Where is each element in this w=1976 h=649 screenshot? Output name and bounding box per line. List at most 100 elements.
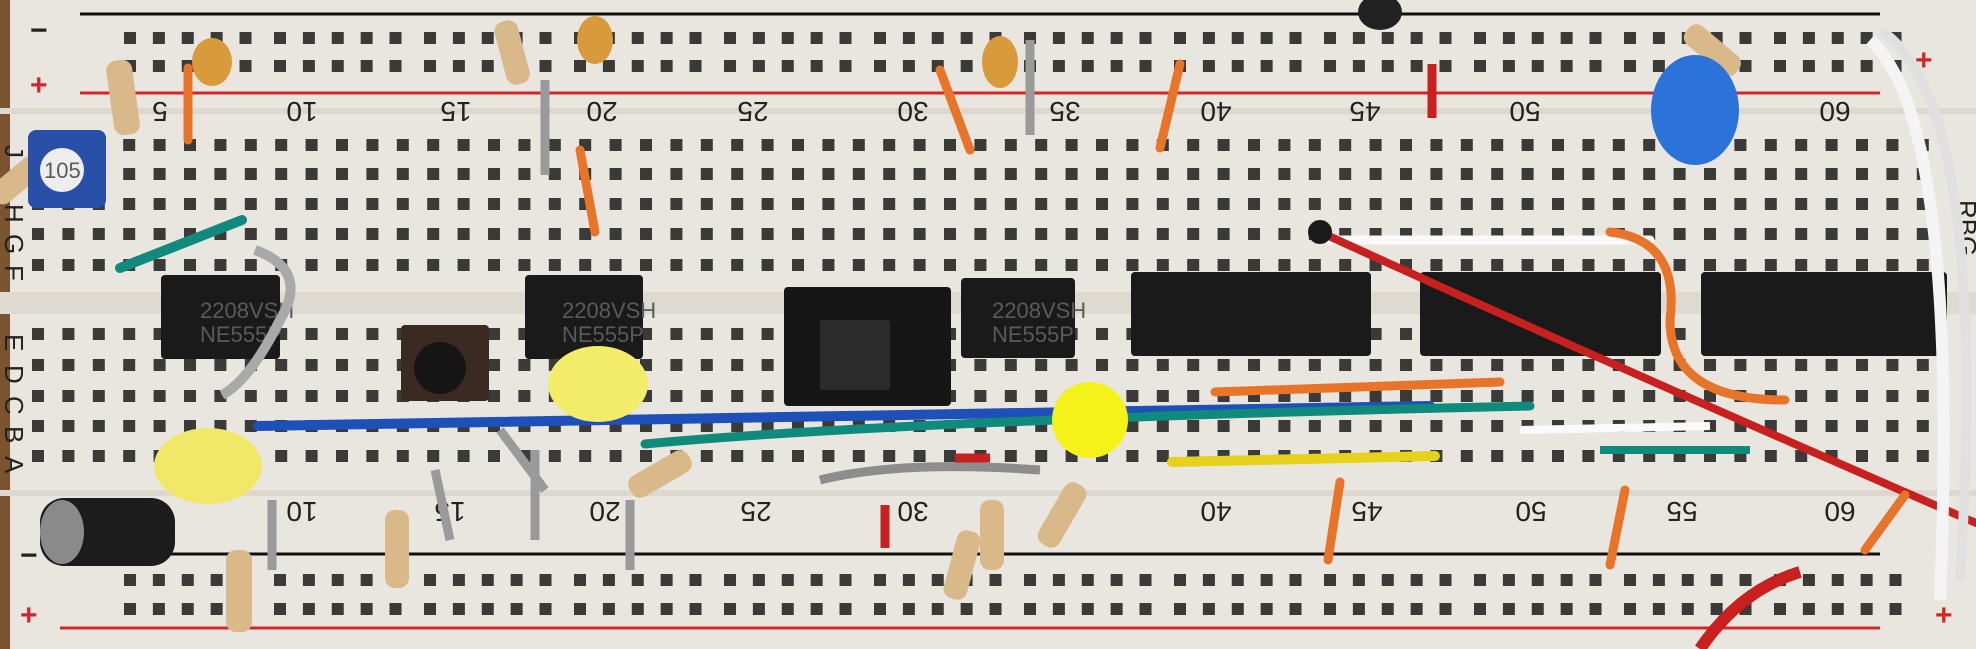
breadboard-hole[interactable]: [153, 139, 166, 151]
breadboard-hole[interactable]: [852, 450, 865, 462]
breadboard-hole[interactable]: [305, 198, 318, 210]
breadboard-hole[interactable]: [1430, 168, 1443, 180]
breadboard-hole[interactable]: [1734, 359, 1747, 371]
rail-hole[interactable]: [874, 60, 886, 72]
breadboard-hole[interactable]: [944, 450, 956, 462]
breadboard-hole[interactable]: [1582, 168, 1595, 180]
breadboard-hole[interactable]: [244, 198, 257, 210]
rail-hole[interactable]: [181, 32, 194, 44]
breadboard-hole[interactable]: [336, 359, 348, 371]
breadboard-hole[interactable]: [457, 168, 470, 180]
breadboard-hole[interactable]: [1065, 359, 1078, 371]
rail-hole[interactable]: [810, 60, 823, 72]
breadboard-hole[interactable]: [1491, 450, 1504, 462]
rail-hole[interactable]: [660, 32, 673, 44]
rail-hole[interactable]: [152, 32, 165, 44]
rail-hole[interactable]: [902, 603, 915, 615]
breadboard-hole[interactable]: [244, 390, 257, 402]
rail-hole[interactable]: [1531, 574, 1544, 586]
rail-hole[interactable]: [1802, 574, 1815, 586]
breadboard-hole[interactable]: [1187, 168, 1200, 180]
breadboard-hole[interactable]: [1217, 139, 1230, 151]
rail-hole[interactable]: [1352, 32, 1365, 44]
rail-hole[interactable]: [1052, 574, 1065, 586]
breadboard-hole[interactable]: [1704, 359, 1716, 371]
breadboard-hole[interactable]: [1612, 259, 1625, 271]
rail-hole[interactable]: [724, 574, 736, 586]
breadboard-hole[interactable]: [1400, 390, 1412, 402]
breadboard-hole[interactable]: [427, 450, 440, 462]
rail-hole[interactable]: [839, 603, 852, 615]
rail-hole[interactable]: [424, 574, 436, 586]
breadboard-hole[interactable]: [396, 259, 409, 271]
rail-hole[interactable]: [452, 60, 465, 72]
breadboard-hole[interactable]: [32, 420, 44, 432]
breadboard-hole[interactable]: [822, 450, 835, 462]
breadboard-hole[interactable]: [336, 228, 348, 240]
breadboard-hole[interactable]: [214, 359, 227, 371]
rail-hole[interactable]: [960, 60, 973, 72]
rail-hole[interactable]: [1802, 603, 1815, 615]
breadboard-hole[interactable]: [1734, 259, 1747, 271]
breadboard-hole[interactable]: [1673, 259, 1686, 271]
rail-hole[interactable]: [902, 574, 915, 586]
breadboard-hole[interactable]: [153, 390, 166, 402]
breadboard-hole[interactable]: [92, 228, 105, 240]
breadboard-hole[interactable]: [518, 390, 531, 402]
rail-hole[interactable]: [752, 32, 765, 44]
breadboard-hole[interactable]: [1886, 259, 1899, 271]
breadboard-hole[interactable]: [731, 328, 744, 340]
breadboard-hole[interactable]: [396, 168, 409, 180]
rail-hole[interactable]: [1324, 574, 1336, 586]
rail-hole[interactable]: [1024, 603, 1036, 615]
rail-hole[interactable]: [1739, 60, 1752, 72]
breadboard-hole[interactable]: [1278, 198, 1291, 210]
breadboard-hole[interactable]: [1400, 139, 1412, 151]
breadboard-hole[interactable]: [1248, 139, 1260, 151]
breadboard-hole[interactable]: [1795, 390, 1808, 402]
breadboard-hole[interactable]: [1491, 259, 1504, 271]
breadboard-hole[interactable]: [913, 139, 926, 151]
breadboard-hole[interactable]: [609, 228, 622, 240]
rail-hole[interactable]: [360, 574, 373, 586]
breadboard-hole[interactable]: [1096, 139, 1108, 151]
breadboard-hole[interactable]: [1856, 390, 1868, 402]
breadboard-hole[interactable]: [883, 450, 896, 462]
breadboard-hole[interactable]: [1734, 198, 1747, 210]
rail-hole[interactable]: [1110, 574, 1123, 586]
breadboard-hole[interactable]: [640, 168, 652, 180]
breadboard-hole[interactable]: [1430, 359, 1443, 371]
rail-hole[interactable]: [631, 574, 644, 586]
breadboard-hole[interactable]: [1217, 420, 1230, 432]
breadboard-hole[interactable]: [1217, 359, 1230, 371]
breadboard-hole[interactable]: [761, 228, 774, 240]
rail-hole[interactable]: [1139, 574, 1152, 586]
rail-hole[interactable]: [660, 603, 673, 615]
breadboard-hole[interactable]: [123, 390, 136, 402]
breadboard-hole[interactable]: [822, 228, 835, 240]
breadboard-hole[interactable]: [123, 359, 136, 371]
rail-hole[interactable]: [1289, 32, 1302, 44]
rail-hole[interactable]: [1289, 603, 1302, 615]
breadboard-hole[interactable]: [1460, 168, 1473, 180]
rail-hole[interactable]: [1831, 574, 1844, 586]
breadboard-hole[interactable]: [640, 139, 652, 151]
breadboard-hole[interactable]: [1156, 359, 1169, 371]
rail-hole[interactable]: [1710, 574, 1723, 586]
breadboard-hole[interactable]: [761, 420, 774, 432]
rail-hole[interactable]: [389, 603, 402, 615]
breadboard-hole[interactable]: [123, 328, 136, 340]
rail-hole[interactable]: [874, 32, 886, 44]
breadboard-hole[interactable]: [1825, 259, 1838, 271]
rail-hole[interactable]: [331, 574, 344, 586]
breadboard-hole[interactable]: [153, 359, 166, 371]
breadboard-hole[interactable]: [184, 420, 196, 432]
breadboard-hole[interactable]: [427, 198, 440, 210]
rail-hole[interactable]: [1889, 603, 1902, 615]
rail-hole[interactable]: [1860, 60, 1873, 72]
breadboard-hole[interactable]: [1764, 198, 1777, 210]
breadboard-hole[interactable]: [457, 198, 470, 210]
breadboard-hole[interactable]: [1369, 139, 1382, 151]
breadboard-hole[interactable]: [1156, 228, 1169, 240]
breadboard-hole[interactable]: [852, 259, 865, 271]
